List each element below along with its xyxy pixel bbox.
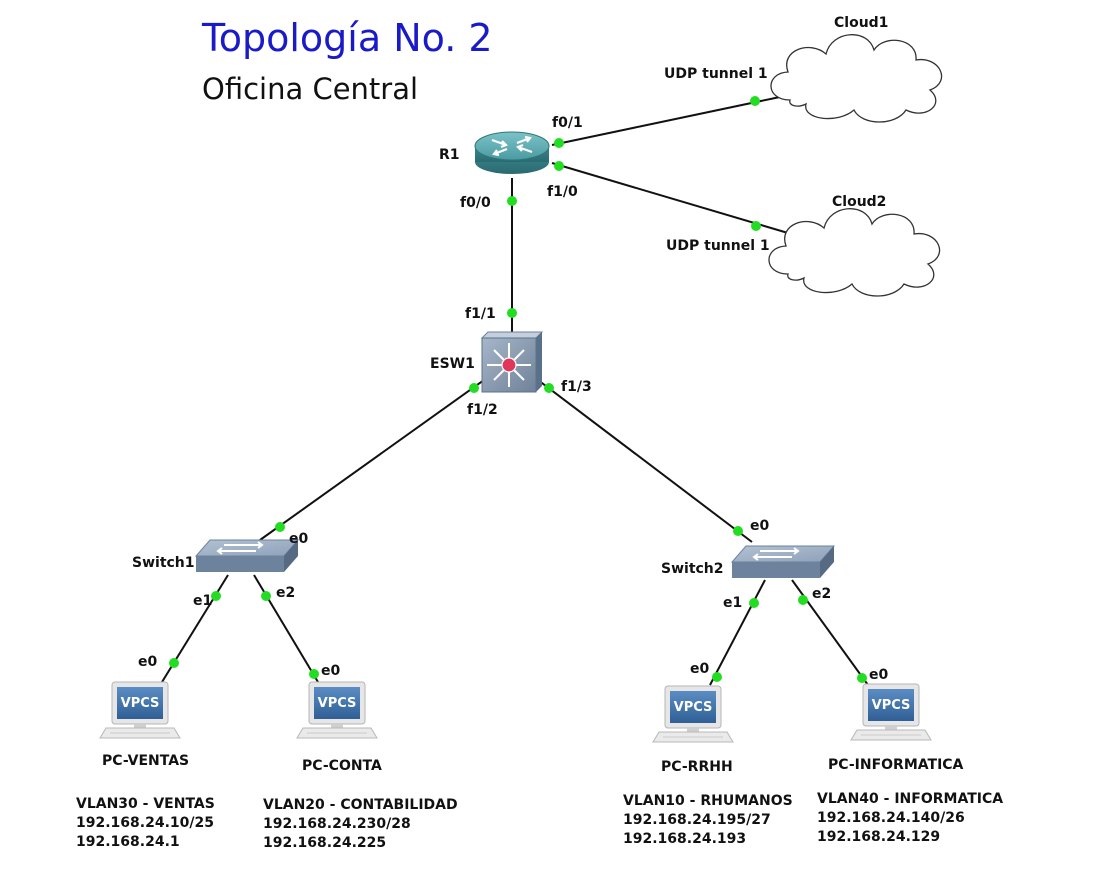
switch1-node[interactable] xyxy=(195,539,299,573)
vpcs-badge: VPCS xyxy=(318,696,357,711)
link-esw1-switch1 xyxy=(259,379,485,541)
port-dot xyxy=(554,161,564,171)
port-label-esw1-f1-2: f1/2 xyxy=(467,402,498,418)
router-arrows-icon xyxy=(491,135,533,157)
pc-rrhh-node[interactable]: VPCS xyxy=(652,685,734,743)
port-dot xyxy=(554,138,564,148)
esw1-label: ESW1 xyxy=(430,356,475,372)
pc-ventas-label: PC-VENTAS xyxy=(102,753,189,769)
vlan-gateway: 192.168.24.1 xyxy=(76,834,180,850)
pc-informatica-node[interactable]: VPCS xyxy=(850,683,932,741)
port-dot xyxy=(798,595,808,605)
port-label-sw2-e1: e1 xyxy=(723,595,742,611)
multilayer-switch-esw1[interactable] xyxy=(480,331,544,393)
port-label-esw1-f1-3: f1/3 xyxy=(561,379,592,395)
port-label-sw1-e1: e1 xyxy=(193,593,212,609)
link-esw1-switch2 xyxy=(537,379,753,543)
vlan-info-informatica: VLAN40 - INFORMATICA 192.168.24.140/26 1… xyxy=(817,790,1003,847)
port-dot xyxy=(261,591,271,601)
r1-label: R1 xyxy=(439,147,460,163)
pc-informatica-label: PC-INFORMATICA xyxy=(828,757,964,773)
cloud2-label: Cloud2 xyxy=(832,194,886,210)
page-title: Topología No. 2 xyxy=(202,16,493,60)
vlan-ip: 192.168.24.195/27 xyxy=(623,812,771,828)
pc-conta-node[interactable]: VPCS xyxy=(296,681,378,739)
port-dot xyxy=(275,522,285,532)
vpcs-badge: VPCS xyxy=(872,698,911,713)
port-label-sw2-e0: e0 xyxy=(750,518,769,534)
vpcs-badge: VPCS xyxy=(121,696,160,711)
pc-ventas-node[interactable]: VPCS xyxy=(99,681,181,739)
pc-rrhh-label: PC-RRHH xyxy=(661,759,733,775)
link-switch2-rrhh xyxy=(709,579,766,686)
port-dot xyxy=(507,196,517,206)
port-label-r1-f0-0: f0/0 xyxy=(460,195,491,211)
vlan-name: VLAN30 - VENTAS xyxy=(76,796,215,812)
port-dot xyxy=(712,672,722,682)
port-label-conta-e0: e0 xyxy=(321,663,340,679)
port-dot xyxy=(169,658,179,668)
link-r1-cloud2 xyxy=(551,162,789,234)
vlan-info-conta: VLAN20 - CONTABILIDAD 192.168.24.230/28 … xyxy=(263,796,458,853)
cloud2-node[interactable] xyxy=(768,208,941,297)
port-label-cloud2-udp: UDP tunnel 1 xyxy=(666,238,770,254)
port-label-r1-f1-0: f1/0 xyxy=(547,184,578,200)
port-dot xyxy=(309,669,319,679)
port-label-sw2-e2: e2 xyxy=(812,586,831,602)
vlan-info-rrhh: VLAN10 - RHUMANOS 192.168.24.195/27 192.… xyxy=(623,792,793,849)
port-dot xyxy=(544,383,554,393)
cloud1-label: Cloud1 xyxy=(834,15,888,31)
page-subtitle: Oficina Central xyxy=(202,72,419,106)
link-r1-cloud1 xyxy=(551,96,781,146)
vlan-ip: 192.168.24.10/25 xyxy=(76,815,214,831)
switch2-label: Switch2 xyxy=(661,561,724,577)
switch2-node[interactable] xyxy=(731,545,835,579)
port-label-informatica-e0: e0 xyxy=(869,667,888,683)
router-r1[interactable] xyxy=(474,131,550,174)
port-dot xyxy=(733,526,743,536)
cloud1-node[interactable] xyxy=(770,34,943,123)
vlan-gateway: 192.168.24.225 xyxy=(263,835,387,851)
port-dot xyxy=(749,598,759,608)
vlan-ip: 192.168.24.230/28 xyxy=(263,816,411,832)
port-dot xyxy=(750,96,760,106)
vlan-name: VLAN40 - INFORMATICA xyxy=(817,791,1004,807)
vlan-ip: 192.168.24.140/26 xyxy=(817,810,965,826)
port-label-ventas-e0: e0 xyxy=(138,654,157,670)
port-dot xyxy=(507,308,517,318)
port-label-esw1-f1-1: f1/1 xyxy=(465,306,496,322)
port-dot xyxy=(857,673,867,683)
port-dot xyxy=(751,221,761,231)
port-label-r1-f0-1: f0/1 xyxy=(552,115,583,131)
switch1-label: Switch1 xyxy=(132,555,195,571)
vlan-info-ventas: VLAN30 - VENTAS 192.168.24.10/25 192.168… xyxy=(76,795,215,852)
port-dot xyxy=(469,383,479,393)
port-label-rrhh-e0: e0 xyxy=(690,661,709,677)
port-label-sw1-e0: e0 xyxy=(289,531,308,547)
vpcs-badge: VPCS xyxy=(674,700,713,715)
pc-conta-label: PC-CONTA xyxy=(302,758,382,774)
port-dot xyxy=(211,591,221,601)
vlan-name: VLAN20 - CONTABILIDAD xyxy=(263,797,458,813)
port-dot-layer xyxy=(169,96,867,683)
vlan-gateway: 192.168.24.129 xyxy=(817,829,941,845)
vlan-name: VLAN10 - RHUMANOS xyxy=(623,793,793,809)
port-label-cloud1-udp: UDP tunnel 1 xyxy=(664,66,768,82)
vlan-gateway: 192.168.24.193 xyxy=(623,831,747,847)
port-label-sw1-e2: e2 xyxy=(276,585,295,601)
